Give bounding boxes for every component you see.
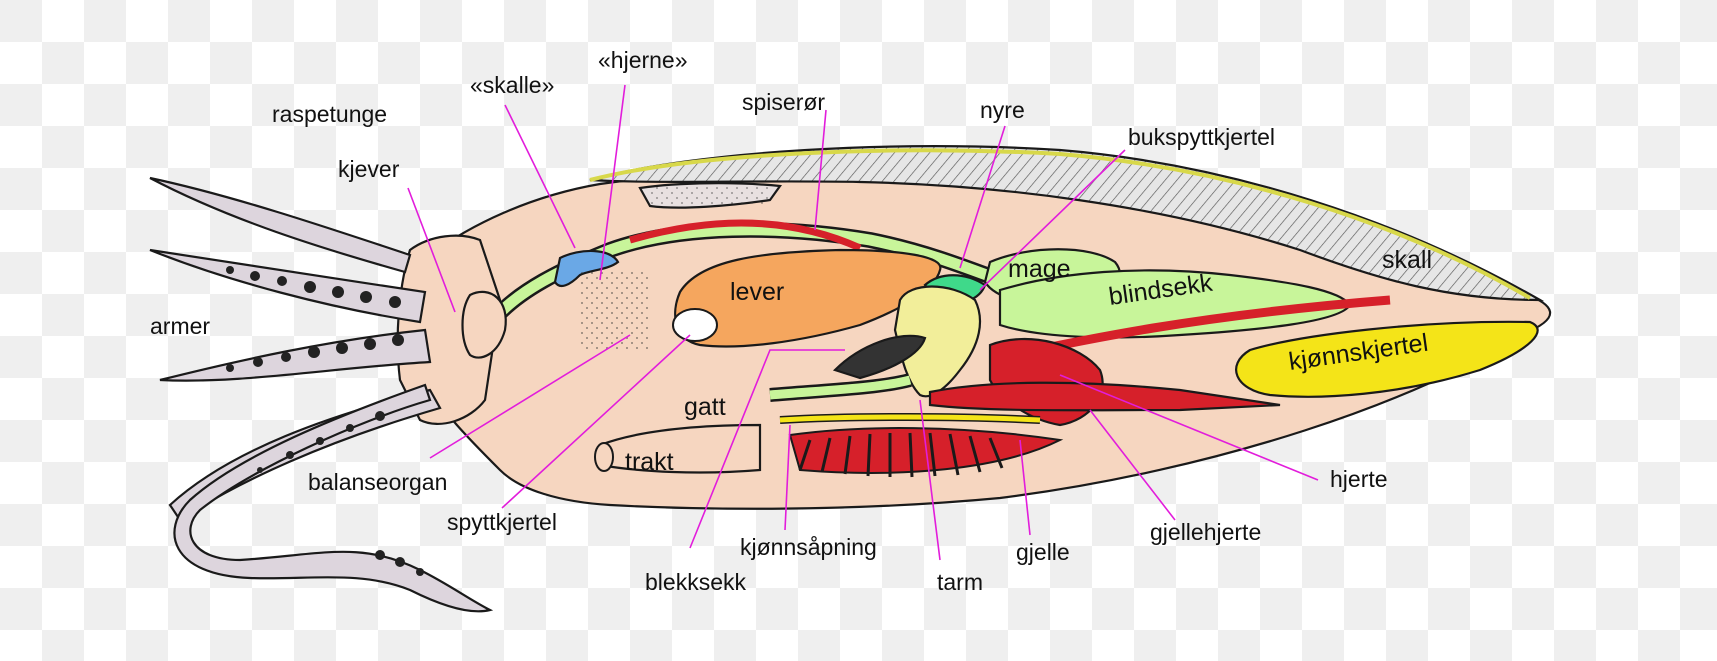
label-armer: armer	[150, 313, 210, 339]
label-gjelle: gjelle	[1016, 539, 1070, 565]
label-trakt: trakt	[625, 448, 674, 476]
label-nyre: nyre	[980, 97, 1025, 123]
label-gatt: gatt	[684, 393, 726, 421]
label-hjerne: «hjerne»	[598, 47, 688, 73]
funnel-opening	[595, 443, 613, 471]
label-blekksekk: blekksekk	[645, 569, 746, 595]
label-kjever: kjever	[338, 156, 400, 182]
cartilage-stipple	[650, 186, 770, 204]
label-skalle: «skalle»	[470, 72, 554, 98]
label-hjerte: hjerte	[1330, 466, 1388, 492]
label-spiseror: spiserør	[742, 89, 825, 115]
brain-stipple	[580, 270, 650, 350]
label-balanseorgan: balanseorgan	[308, 469, 447, 495]
label-gjellehjerte: gjellehjerte	[1150, 519, 1261, 545]
salivary-gland	[673, 309, 717, 341]
label-skall: skall	[1382, 246, 1432, 274]
label-tarm: tarm	[937, 569, 983, 595]
label-spyttkjertel: spyttkjertel	[447, 509, 557, 535]
label-kjonnsapning: kjønnsåpning	[740, 534, 877, 560]
label-bukspyttkjertel: bukspyttkjertel	[1128, 124, 1275, 150]
label-mage: mage	[1008, 255, 1071, 283]
label-raspetunge: raspetunge	[272, 101, 387, 127]
label-lever: lever	[730, 278, 784, 306]
